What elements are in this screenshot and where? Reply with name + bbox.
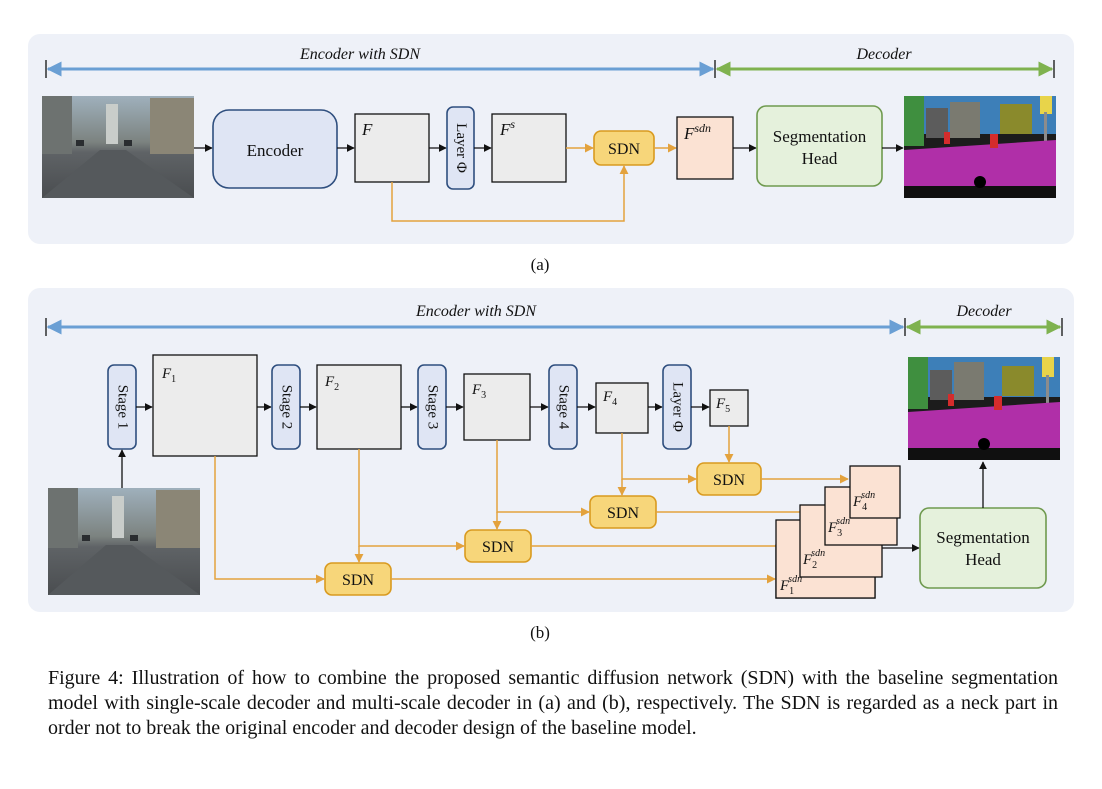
f4sdn-label: F4sdn — [852, 490, 875, 513]
layer-phi-label-b: Layer Φ — [670, 382, 686, 432]
stacked-sdn-features — [775, 465, 901, 599]
f3sdn-label: F3sdn — [827, 516, 850, 539]
encoder-span-label-b: Encoder with SDN — [415, 303, 537, 320]
segmentation-output-image-b — [908, 357, 1060, 460]
segmentation-head-block — [756, 105, 883, 187]
sdn-connections — [214, 426, 849, 584]
seg-head-line1-b: Segmentation — [936, 528, 1030, 547]
panel-b: Encoder with SDN Decoder Stage 1 F1 Stag… — [28, 288, 1074, 642]
feature-map-f3 — [463, 373, 531, 441]
sdn-label-3: SDN — [607, 505, 639, 522]
f2sdn-label: F2sdn — [802, 548, 825, 571]
f2-label: F2 — [324, 374, 339, 393]
feature-map-f1 — [152, 354, 258, 457]
f4-label: F4 — [602, 389, 617, 408]
figure-caption: Figure 4: Illustration of how to combine… — [48, 667, 1058, 739]
sdn-label-4: SDN — [713, 472, 745, 489]
feature-map-f2 — [316, 364, 402, 450]
f3-label: F3 — [471, 382, 486, 401]
panel-a-sublabel: (a) — [531, 255, 550, 274]
seg-head-line2-b: Head — [965, 550, 1001, 569]
panel-a: Encoder with SDN Decoder Encoder F Layer… — [28, 34, 1074, 274]
stage2-label: Stage 2 — [279, 385, 295, 430]
decoder-span-label: Decoder — [855, 46, 912, 63]
f1-label: F1 — [161, 366, 176, 385]
feature-map-f5 — [709, 389, 749, 427]
sdn-label-1: SDN — [342, 572, 374, 589]
feature-map-f4sdn — [849, 465, 901, 519]
decoder-span-label-b: Decoder — [955, 303, 1012, 320]
feature-fsdn-label: Fsdn — [683, 121, 711, 143]
seg-head-line2: Head — [802, 149, 838, 168]
segmentation-output-image — [904, 96, 1056, 198]
input-image — [42, 96, 194, 198]
encoder-span-label: Encoder with SDN — [299, 46, 421, 63]
segmentation-head-block-b — [919, 507, 1047, 589]
stage1-label: Stage 1 — [115, 385, 131, 430]
architecture-diagram: Encoder with SDN Decoder Encoder F Layer… — [28, 34, 1074, 642]
panel-b-sublabel: (b) — [530, 623, 550, 642]
stage4-label: Stage 4 — [556, 385, 572, 430]
encoder-block — [212, 109, 338, 189]
sdn-label-2: SDN — [482, 539, 514, 556]
feature-f-label: F — [361, 120, 373, 139]
feature-map-f — [354, 113, 430, 183]
f1sdn-label: F1sdn — [779, 574, 802, 597]
sdn-label: SDN — [608, 141, 640, 158]
skip-connection — [391, 165, 629, 222]
f5-label: F5 — [715, 396, 730, 415]
seg-head-line1: Segmentation — [773, 127, 867, 146]
feature-map-fs — [491, 113, 567, 183]
stage3-label: Stage 3 — [425, 385, 441, 430]
encoder-label: Encoder — [247, 141, 304, 160]
input-image-b — [48, 488, 200, 595]
layer-phi-label: Layer Φ — [453, 123, 469, 173]
feature-fs-label: Fs — [499, 117, 515, 139]
